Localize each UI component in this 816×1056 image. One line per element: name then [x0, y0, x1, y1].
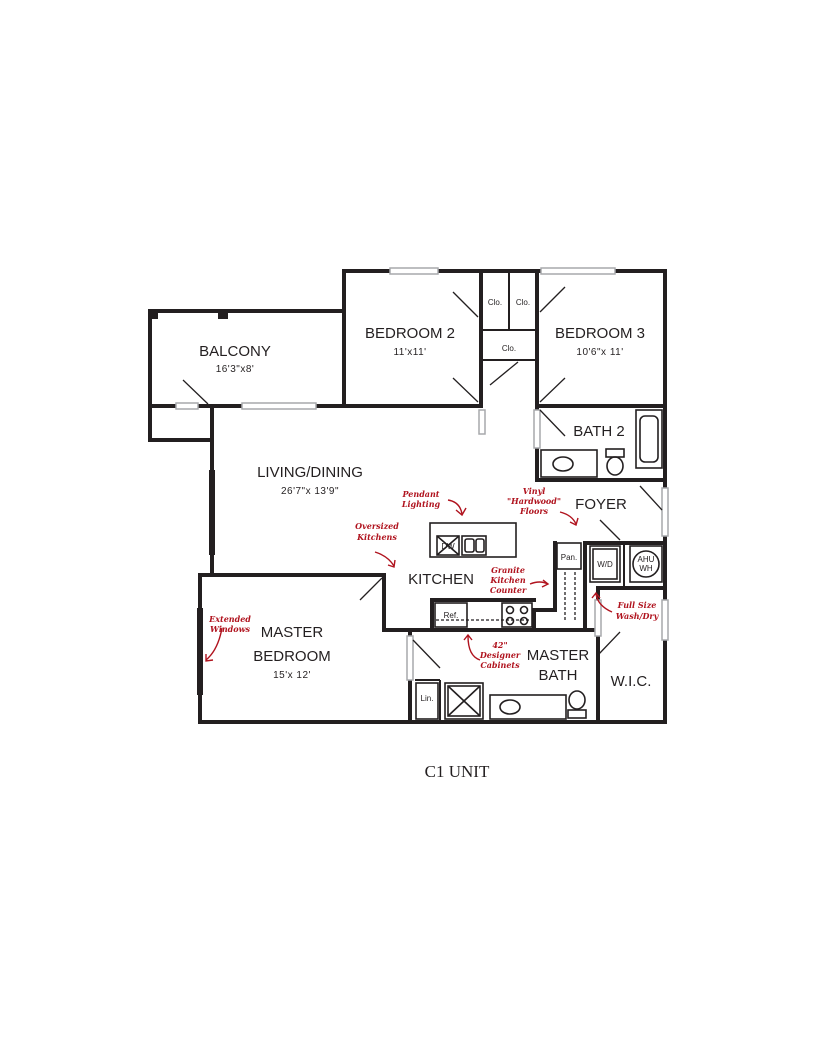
- pantry-label: Pan.: [561, 553, 577, 562]
- ahu-unit: [629, 545, 663, 583]
- bath-2-label: BATH 2: [573, 423, 624, 440]
- ahu-label: AHU: [638, 555, 655, 564]
- master-bath-label-line1: MASTER: [527, 647, 590, 664]
- balcony-dimensions: 16'3"x8': [216, 364, 255, 375]
- note-designer-cabinets: Cabinets: [480, 660, 520, 670]
- note-oversized-kitchens: Oversized: [355, 521, 399, 531]
- fixtures: [415, 409, 663, 720]
- note-full-size-wash-dry: Full Size: [617, 600, 657, 610]
- walls: [148, 269, 667, 724]
- note-extended-windows: Extended: [208, 614, 251, 624]
- linen-closet: [415, 682, 439, 720]
- note-granite-counter: Counter: [490, 585, 527, 595]
- unit-caption: C1 UNIT: [425, 762, 490, 781]
- bathtub-icon: [635, 409, 663, 469]
- refrigerator-label: Ref.: [444, 611, 459, 620]
- kitchen-label: KITCHEN: [408, 571, 474, 588]
- note-vinyl-floors: Vinyl: [523, 486, 546, 496]
- master-bedroom-label-line2: BEDROOM: [253, 648, 331, 665]
- note-designer-cabinets: 42": [492, 640, 507, 650]
- shower-icon: [444, 682, 484, 720]
- note-pendant-lighting: Pendant: [402, 489, 440, 499]
- master-bedroom-dimensions: 15'x 12': [273, 670, 311, 681]
- living-dining-label: LIVING/DINING: [257, 464, 363, 481]
- note-designer-cabinets: Designer: [479, 650, 521, 660]
- closet-label: Clo.: [516, 298, 530, 307]
- water-heater-label: WH: [639, 564, 653, 573]
- toilet-icon: [605, 448, 625, 458]
- bedroom-3-label: BEDROOM 3: [555, 325, 645, 342]
- stove-icon: [501, 602, 533, 628]
- door-swings: [182, 286, 663, 669]
- annotation-arrows: [205, 499, 613, 662]
- note-extended-windows: Windows: [210, 624, 251, 634]
- vanity-icon: [540, 449, 598, 478]
- bedroom-2-dimensions: 11'x11': [393, 347, 426, 358]
- master-bedroom-label-line1: MASTER: [261, 624, 324, 641]
- note-granite-counter: Kitchen: [489, 575, 525, 585]
- note-vinyl-floors: "Hardwood": [507, 496, 561, 506]
- bedroom-2-label: BEDROOM 2: [365, 325, 455, 342]
- master-bath-label-line2: BATH: [539, 667, 578, 684]
- foyer-label: FOYER: [575, 496, 627, 513]
- kitchen-island: [429, 522, 517, 558]
- bedroom-3-dimensions: 10'6"x 11': [576, 347, 623, 358]
- pantry: [556, 542, 582, 570]
- washer-dryer-label: W/D: [597, 560, 613, 569]
- washer-dryer: [589, 545, 621, 583]
- note-granite-counter: Granite: [491, 565, 525, 575]
- note-pendant-lighting: Lighting: [401, 499, 441, 509]
- note-vinyl-floors: Floors: [519, 506, 549, 516]
- sink-icon: [461, 535, 487, 556]
- living-dining-dimensions: 26'7"x 13'9": [281, 486, 339, 497]
- note-oversized-kitchens: Kitchens: [356, 532, 397, 542]
- refrigerator: [434, 602, 468, 628]
- dishwasher-label: DW: [441, 542, 455, 551]
- balcony-label: BALCONY: [199, 343, 271, 360]
- linen-label: Lin.: [421, 694, 434, 703]
- closet-label: Clo.: [488, 298, 502, 307]
- master-toilet-icon: [567, 709, 587, 719]
- note-full-size-wash-dry: Wash/Dry: [616, 611, 660, 621]
- closet-label: Clo.: [502, 344, 516, 353]
- master-vanity: [489, 694, 567, 720]
- walk-in-closet-label: W.I.C.: [611, 673, 652, 690]
